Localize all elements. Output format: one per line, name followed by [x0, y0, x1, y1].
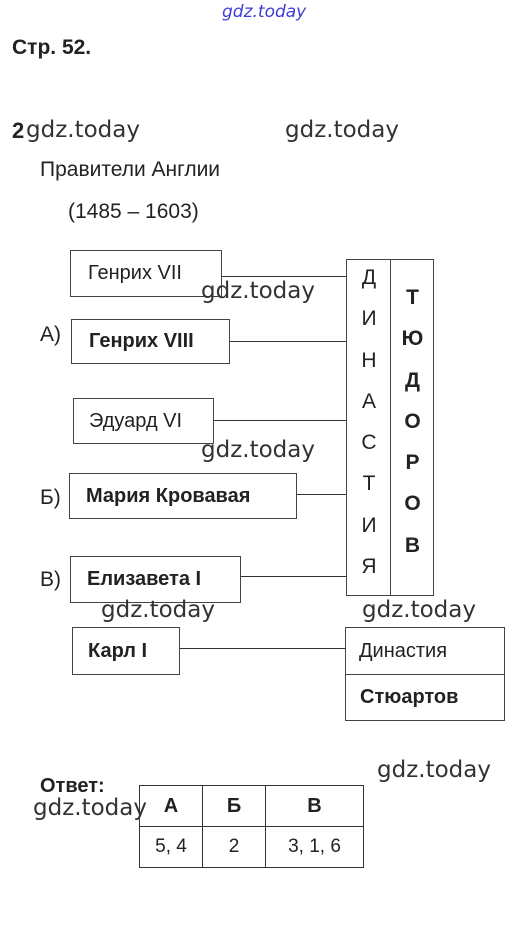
ruler-box: Генрих VIII — [71, 319, 230, 364]
table-row: 5, 4 2 3, 1, 6 — [139, 826, 364, 868]
option-marker: А) — [40, 323, 61, 346]
letter: Ю — [401, 327, 424, 351]
connector-line — [222, 276, 346, 277]
letter: А — [361, 389, 376, 413]
watermark: gdz.today — [33, 795, 147, 821]
divider — [390, 260, 391, 595]
letter: Я — [361, 555, 377, 579]
ruler-box: Мария Кровавая — [69, 473, 297, 519]
letter: С — [361, 431, 377, 455]
watermark: gdz.today — [377, 757, 491, 783]
table-cell: 3, 1, 6 — [265, 826, 364, 868]
letter: Т — [406, 286, 419, 309]
letter: Д — [405, 368, 420, 392]
ruler-box: Карл I — [72, 627, 180, 675]
letter: Н — [361, 348, 377, 372]
page-title: Стр. 52. — [12, 36, 92, 59]
watermark: gdz.today — [101, 597, 215, 623]
watermark: gdz.today — [362, 597, 476, 623]
ruler-box: Генрих VII — [70, 250, 222, 297]
answer-table: А Б В 5, 4 2 3, 1, 6 — [139, 785, 364, 868]
answer-label: Ответ: — [40, 775, 105, 797]
tudor-dynasty-box: Д И Н А С Т И Я Т Ю Д О Р О В — [346, 259, 434, 596]
table-header-cell: Б — [202, 785, 266, 827]
stuart-line2: Стюартов — [360, 686, 459, 708]
letter: И — [361, 307, 377, 331]
ruler-name: Карл I — [88, 639, 148, 662]
watermark: gdz.today — [222, 2, 307, 22]
table-header-cell: В — [265, 785, 364, 827]
tudor-word-column: Т Ю Д О Р О В — [391, 286, 434, 575]
option-marker: В) — [40, 568, 61, 591]
ruler-name: Елизавета I — [87, 568, 202, 590]
letter: Д — [361, 266, 377, 289]
ruler-box: Елизавета I — [70, 556, 241, 603]
table-cell: 5, 4 — [139, 826, 203, 868]
letter: О — [404, 409, 421, 433]
connector-line — [297, 494, 346, 495]
letter: Т — [362, 472, 376, 496]
connector-line — [230, 341, 346, 342]
watermark: gdz.today — [26, 117, 140, 143]
ruler-box: Эдуард VI — [73, 398, 214, 444]
connector-line — [214, 420, 346, 421]
connector-line — [180, 648, 345, 649]
ruler-name: Генрих VII — [88, 262, 182, 284]
watermark: gdz.today — [285, 117, 399, 143]
divider — [346, 674, 504, 675]
dynasty-word-column: Д И Н А С Т И Я — [347, 266, 391, 596]
table-header-cell: А — [139, 785, 203, 827]
letter: И — [361, 513, 377, 537]
connector-line — [241, 576, 346, 577]
option-marker: Б) — [40, 486, 61, 509]
table-cell: 2 — [202, 826, 266, 868]
ruler-name: Эдуард VI — [89, 409, 183, 432]
table-header-row: А Б В — [139, 785, 364, 827]
stuart-line1: Династия — [359, 639, 448, 662]
watermark: gdz.today — [201, 278, 315, 304]
letter: В — [404, 533, 421, 557]
heading: Правители Англии — [40, 158, 221, 181]
letter: О — [404, 492, 421, 516]
stuart-dynasty-box: Династия Стюартов — [345, 627, 505, 721]
watermark: gdz.today — [201, 437, 315, 463]
years: (1485 – 1603) — [68, 200, 199, 223]
ruler-name: Мария Кровавая — [86, 484, 251, 507]
task-number: 2 — [12, 118, 25, 143]
letter: Р — [405, 451, 420, 475]
ruler-name: Генрих VIII — [89, 330, 194, 352]
